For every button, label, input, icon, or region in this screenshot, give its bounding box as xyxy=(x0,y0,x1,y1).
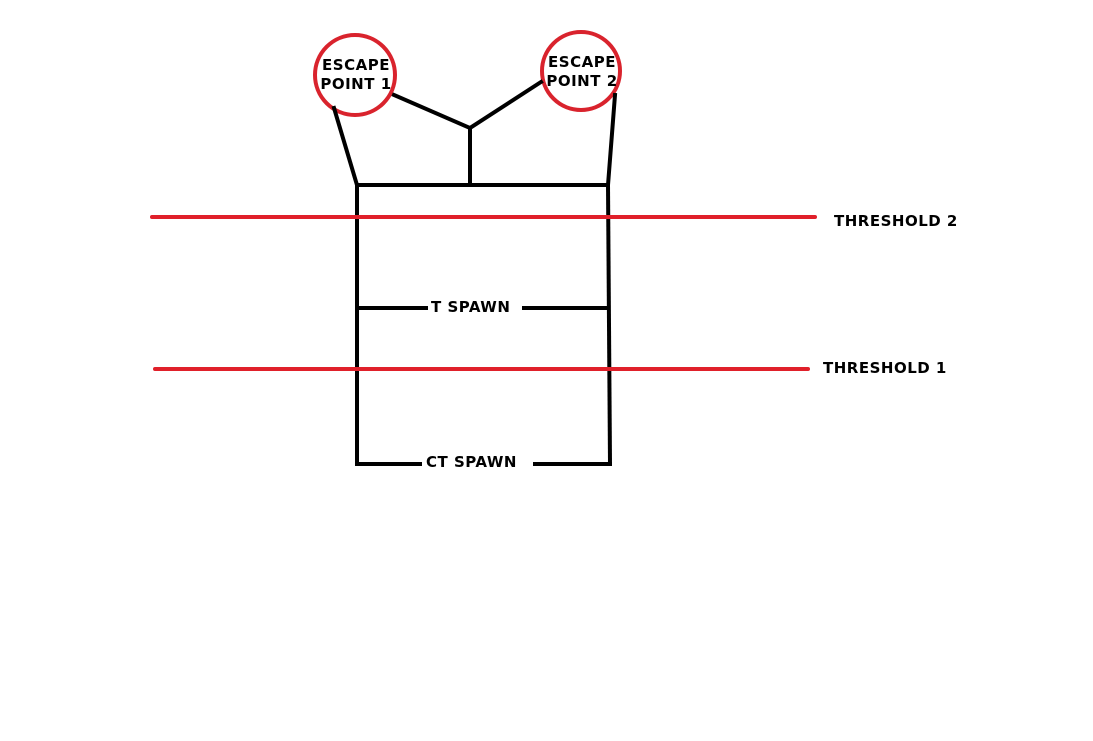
escape-1-branch xyxy=(391,92,473,131)
ct-spawn-label: CT SPAWN xyxy=(423,455,520,470)
escape-point-1-line-1: ESCAPE xyxy=(322,56,390,74)
escape-2-branch xyxy=(467,79,544,131)
escape-point-2-line-1: ESCAPE xyxy=(548,53,616,71)
t-spawn-label: T SPAWN xyxy=(428,300,514,315)
escape-point-2-label: ESCAPE POINT 2 xyxy=(540,53,624,91)
escape-1-left-corridor xyxy=(331,105,360,188)
escape-point-2-line-2: POINT 2 xyxy=(546,72,618,90)
escape-2-right-corridor xyxy=(605,92,618,188)
escape-point-2-marker xyxy=(540,30,622,112)
escape-point-1-marker xyxy=(313,33,397,117)
threshold-2-label: THRESHOLD 2 xyxy=(834,212,958,230)
escape-point-1-label: ESCAPE POINT 1 xyxy=(316,56,396,94)
threshold-1-label: THRESHOLD 1 xyxy=(823,359,947,377)
escape-point-1-line-2: POINT 1 xyxy=(320,75,392,93)
right-wall xyxy=(605,182,613,467)
